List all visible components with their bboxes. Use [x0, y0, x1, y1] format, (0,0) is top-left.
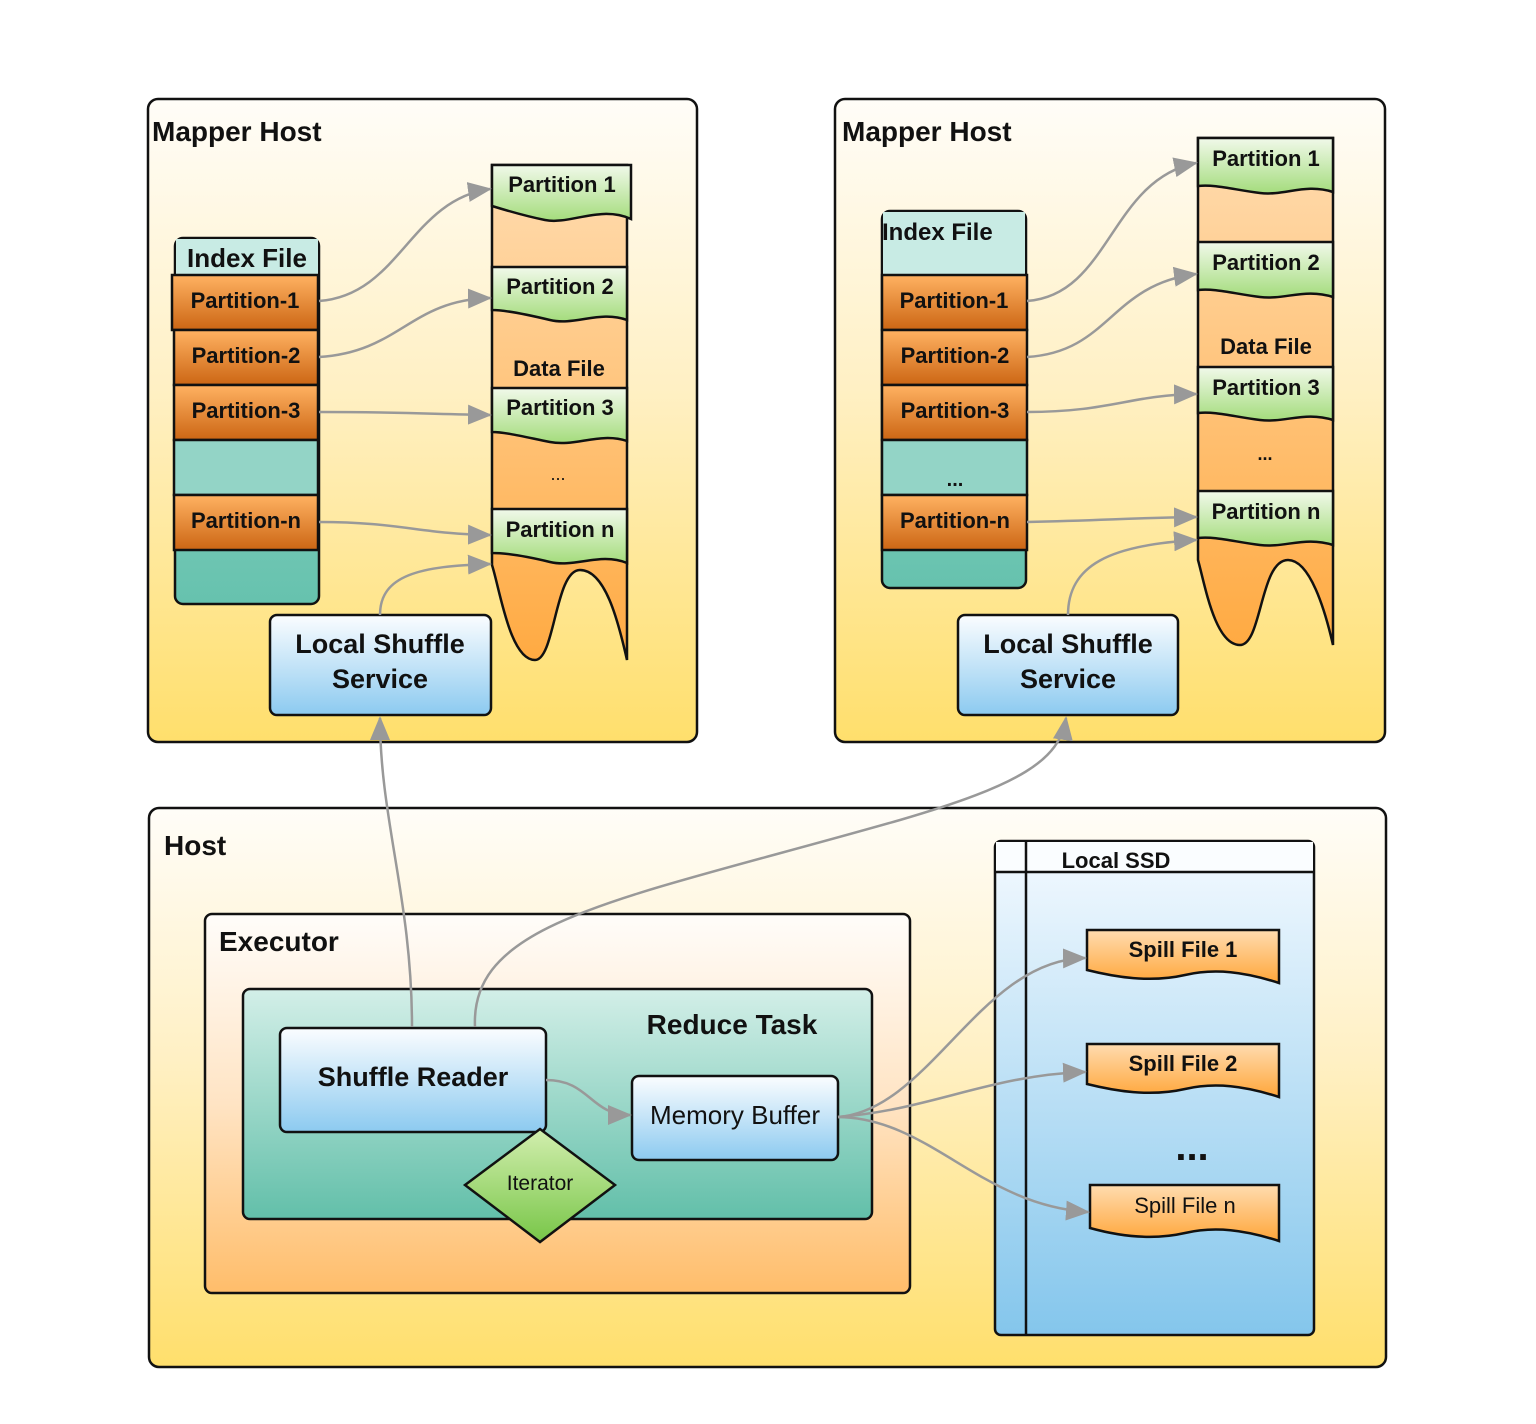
connector-arrow: [837, 1062, 1087, 1119]
data-file-ellipsis: ...: [1257, 444, 1272, 464]
data-partition-2[interactable]: [1196, 240, 1335, 299]
index-row-label: ...: [947, 469, 964, 491]
data-file-ellipsis: ...: [550, 464, 565, 484]
index-file: Index File Partition-1 Partition-2 Parti…: [880, 209, 1029, 590]
local-shuffle-service[interactable]: Local Shuffle Service: [956, 613, 1180, 717]
local-shuffle-service-label: Local Shuffle: [983, 629, 1153, 659]
data-file: Partition 1 Partition 2 Data File Partit…: [490, 163, 633, 662]
index-row-label: Partition-n: [191, 508, 301, 533]
connector-arrow: [545, 1078, 632, 1125]
spill-file-1[interactable]: [1085, 928, 1281, 985]
index-row-label: Partition-1: [900, 288, 1009, 313]
index-file-header: [883, 212, 1025, 274]
connector-arrow: [1026, 384, 1198, 414]
data-file-label: Data File: [1220, 334, 1312, 359]
shuffle-reader-label: Shuffle Reader: [318, 1062, 509, 1092]
data-partition-n[interactable]: [490, 507, 629, 565]
memory-buffer-label: Memory Buffer: [650, 1100, 820, 1130]
host: Host Executor Reduce Task Shuffle Reader…: [147, 806, 1388, 1369]
data-partition-3[interactable]: [490, 386, 629, 445]
iterator-label: Iterator: [507, 1172, 574, 1195]
local-ssd-title: Local SSD: [1062, 848, 1171, 873]
mapper-host-left: Mapper Host Index File Partition-1 Parti…: [146, 97, 699, 744]
data-file-label: Data File: [513, 356, 605, 381]
index-file: Index File Partition-1 Partition-2 Parti…: [170, 236, 321, 606]
index-row-label: Partition-2: [192, 343, 301, 368]
index-row-label: Partition-3: [901, 398, 1010, 423]
connector-arrow: [1026, 266, 1198, 359]
data-partition-label: Partition 1: [508, 172, 616, 197]
index-row-label: Partition-2: [901, 343, 1010, 368]
connector-arrow: [1026, 507, 1198, 528]
executor-title: Executor: [219, 926, 339, 957]
local-shuffle-service-label: Local Shuffle: [295, 629, 465, 659]
index-row-ellipsis: [880, 438, 1029, 497]
connector-arrow: [378, 554, 492, 616]
mapper-host-right: Mapper Host Index File Partition-1 Parti…: [833, 97, 1387, 744]
data-partition-1[interactable]: [1196, 136, 1335, 195]
index-row-partition-n[interactable]: [880, 493, 1029, 552]
connector-arrow: [837, 1115, 1090, 1221]
data-file: Partition 1 Partition 2 Data File Partit…: [1196, 136, 1335, 647]
index-file-title: Index File: [187, 243, 307, 273]
executor: Executor Reduce Task Shuffle Reader Memo…: [203, 912, 912, 1295]
connector-arrow: [1066, 531, 1198, 616]
local-shuffle-service-label: Service: [332, 664, 428, 694]
connector-arrow: [318, 288, 492, 359]
spill-file-label: Spill File 1: [1129, 937, 1238, 962]
data-partition-n[interactable]: [1196, 489, 1335, 547]
index-file-header: [176, 239, 318, 275]
index-file-title: Index File: [882, 219, 993, 246]
data-partition-label: Partition 2: [1212, 250, 1320, 275]
data-partition-1[interactable]: [490, 163, 633, 223]
data-partition-label: Partition 3: [506, 395, 614, 420]
index-row-partition-n[interactable]: [172, 493, 320, 552]
reduce-task-title: Reduce Task: [647, 1009, 818, 1040]
connector-arrow: [318, 520, 492, 545]
mapper-host-title: Mapper Host: [842, 116, 1012, 147]
local-shuffle-service[interactable]: Local Shuffle Service: [268, 613, 493, 717]
data-partition-label: Partition n: [1212, 499, 1321, 524]
mapper-host-title: Mapper Host: [152, 116, 322, 147]
connector-arrow: [837, 948, 1087, 1119]
data-partition-label: Partition 3: [1212, 375, 1320, 400]
spill-file-2[interactable]: [1085, 1042, 1281, 1099]
index-row-label: Partition-1: [191, 288, 300, 313]
spill-file-label: Spill File n: [1134, 1193, 1235, 1218]
data-partition-label: Partition n: [506, 517, 615, 542]
local-shuffle-service-label: Service: [1020, 664, 1116, 694]
data-partition-2[interactable]: [490, 265, 629, 323]
index-row-label: Partition-3: [192, 398, 301, 423]
index-row-label: Partition-n: [900, 508, 1010, 533]
connector-arrow: [1026, 157, 1198, 303]
connector-arrow: [370, 716, 414, 1028]
index-row-partition-2[interactable]: [880, 328, 1029, 387]
connector-arrow: [473, 716, 1073, 1028]
index-row-partition-2[interactable]: [172, 328, 320, 387]
spill-file-n[interactable]: [1088, 1183, 1281, 1243]
connector-arrow: [318, 404, 492, 425]
spill-files-ellipsis: ...: [1175, 1125, 1208, 1169]
spill-file-label: Spill File 2: [1129, 1051, 1238, 1076]
index-row-empty: [172, 438, 320, 497]
reduce-task: Reduce Task Shuffle Reader Memory Buffer…: [241, 987, 874, 1244]
connector-arrow: [318, 182, 492, 303]
data-partition-label: Partition 2: [506, 274, 614, 299]
data-partition-3[interactable]: [1196, 365, 1335, 422]
data-partition-label: Partition 1: [1212, 146, 1320, 171]
host-title: Host: [164, 830, 226, 861]
iterator[interactable]: [462, 1127, 618, 1244]
local-ssd: Local SSD Spill File 1 Spill File 2 ... …: [993, 839, 1316, 1337]
local-ssd-header: [996, 842, 1313, 872]
